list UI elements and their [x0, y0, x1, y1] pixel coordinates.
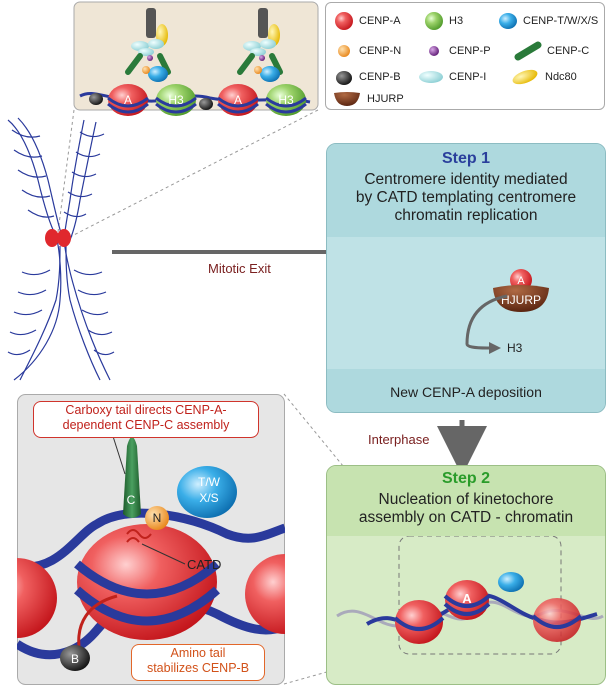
step1-panel: Step 1 Centromere identity mediated by C…	[326, 143, 606, 413]
hjurp-cenp-a-label: A	[517, 275, 525, 287]
legend-item-cenp-n: CENP-N	[334, 41, 401, 61]
yellow-ellipse-icon	[512, 69, 538, 85]
legend-item-cenp-t: CENP-T/W/X/S	[498, 11, 598, 31]
chromosome-icon	[7, 117, 115, 381]
legend-item-ndc80: Ndc80	[510, 67, 577, 87]
legend-item-cenp-c: CENP-C	[514, 41, 589, 61]
green-sphere-icon	[425, 12, 443, 30]
mitotic-exit-label: Mitotic Exit	[208, 261, 271, 276]
catd-zoom-panel: CATD C N T/W X/S B	[17, 394, 285, 685]
cenp-i-cluster	[131, 39, 276, 56]
legend-item-cenp-a: CENP-A	[334, 11, 401, 31]
legend-item-cenp-p: CENP-P	[424, 41, 491, 61]
carboxy-tail-label: Carboxy tail directs CENP-A- dependent C…	[33, 401, 259, 438]
microtubule-icon	[146, 8, 156, 38]
cenp-a-label: A	[234, 93, 242, 107]
green-rod-icon	[514, 41, 542, 61]
cenp-b-label: B	[71, 652, 79, 666]
legend-item-hjurp: HJURP	[332, 91, 404, 107]
blue-ellipse-icon	[499, 13, 517, 29]
centromere-icon	[45, 229, 59, 247]
legend-item-cenp-i: CENP-I	[418, 67, 486, 87]
cenp-a-nucleosome	[245, 554, 285, 634]
purple-dot-icon	[429, 46, 439, 56]
h3-label: H3	[168, 93, 184, 107]
h3-exit-arrow	[465, 294, 508, 354]
nucleosome-h3	[265, 84, 307, 116]
cenp-a-nucleosome	[395, 600, 443, 644]
legend-item-h3: H3	[424, 11, 463, 31]
brown-bowl-icon	[334, 92, 360, 106]
microtubule-icon	[258, 8, 268, 38]
centromere-icon	[57, 229, 71, 247]
cenp-c-label: C	[127, 493, 136, 507]
hjurp-label: HJURP	[501, 293, 541, 307]
orange-dot-icon	[338, 45, 350, 57]
hjurp-complex: A HJURP	[493, 269, 549, 312]
legend-item-cenp-b: CENP-B	[334, 67, 401, 87]
step2-panel: Step 2 Nucleation of kinetochore assembl…	[326, 465, 606, 685]
step1-description: Centromere identity mediated by CATD tem…	[355, 171, 577, 224]
kinetochore-inset: A H3 A H3	[73, 1, 319, 116]
cyan-ellipse-icon	[419, 71, 443, 83]
black-cap-icon	[336, 71, 352, 85]
nucleosome-h3	[155, 84, 197, 116]
catd-pointer	[141, 543, 186, 565]
catd-label: CATD	[187, 557, 221, 572]
interphase-label: Interphase	[368, 432, 429, 447]
h3-label: H3	[278, 93, 294, 107]
cenp-n-icon	[145, 506, 169, 530]
step2-description: Nucleation of kinetochore assembly on CA…	[358, 491, 574, 526]
step1-deposition: New CENP-A deposition	[390, 384, 542, 400]
nucleosome-cenp-a	[217, 84, 259, 116]
cenp-a-label: A	[124, 93, 132, 107]
cenp-t-label-1: T/W	[198, 475, 221, 489]
step2-chromatin: A	[336, 536, 604, 655]
red-sphere-icon	[335, 12, 353, 30]
cenp-a-nucleosome	[533, 598, 581, 642]
cenp-t-label-2: X/S	[199, 491, 218, 505]
cenp-n-label: N	[153, 511, 162, 525]
legend: CENP-A H3 CENP-T/W/X/S CENP-N CENP-P CEN…	[325, 2, 605, 110]
zoom-connector	[63, 109, 319, 241]
amino-tail-label: Amino tail stabilizes CENP-B	[131, 644, 265, 681]
cenp-b-icon	[89, 93, 103, 105]
cenp-c-icon	[123, 437, 141, 518]
h3-out-label: H3	[507, 341, 523, 355]
step1-title: Step 1	[441, 150, 490, 167]
hjurp-icon	[493, 285, 549, 312]
step2-title: Step 2	[441, 470, 490, 487]
nucleosome-cenp-a	[107, 84, 149, 116]
cenp-b-icon	[60, 645, 90, 671]
cenp-b-icon	[199, 98, 213, 110]
cenp-t-icon	[498, 572, 524, 592]
cenp-a-label: A	[462, 591, 472, 606]
cenp-t-icon	[177, 466, 237, 518]
zoom-connector	[57, 109, 75, 233]
cenp-a-nucleosome	[17, 558, 57, 638]
